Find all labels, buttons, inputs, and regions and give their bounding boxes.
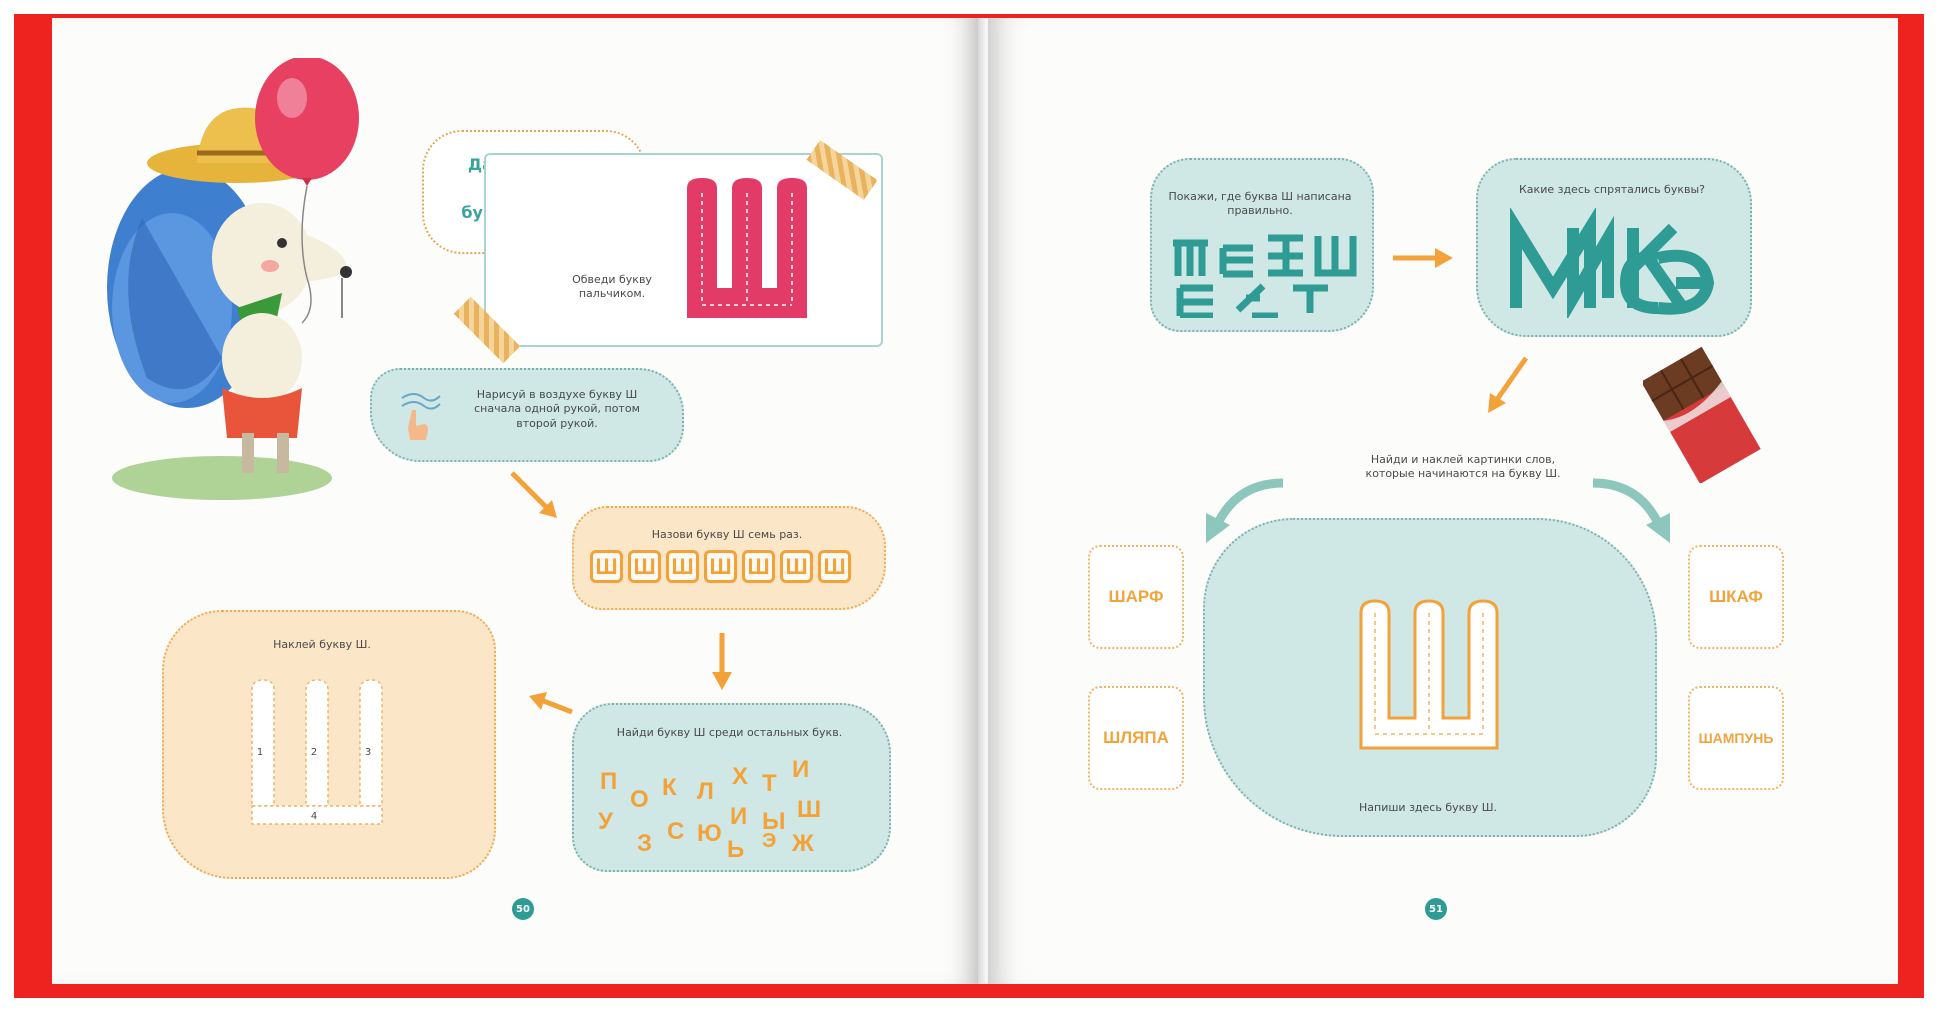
letter-variants — [1173, 234, 1357, 318]
scatter-letter: Ш — [797, 796, 822, 823]
arrow-icon — [1206, 478, 1284, 543]
find-task-panel — [572, 703, 891, 872]
sha-cell: Ш — [704, 550, 737, 583]
name-task-label: Назови букву Ш семь раз. — [651, 528, 803, 541]
trace-hint-1: Обведи букву — [572, 273, 652, 286]
scatter-letter: С — [667, 818, 685, 845]
arrow-icon — [1488, 356, 1529, 413]
scatter-letter: Э — [762, 830, 777, 852]
arrow-icon — [1592, 478, 1670, 543]
page-number-left: 50 — [512, 898, 534, 920]
hedgehog-illustration — [107, 107, 352, 500]
find-task-label: Найди букву Ш среди остальных букв. — [616, 726, 843, 739]
trace-panel — [484, 153, 883, 347]
scatter-letter: Ь — [727, 836, 745, 863]
sticker-step-4: 4 — [310, 811, 318, 822]
sha-cell: Ш — [666, 550, 699, 583]
sticker-task-label: Наклей букву Ш. — [273, 638, 371, 651]
sha-cell: Ш — [628, 550, 661, 583]
show-task-line-1: Покажи, где буква Ш написана — [1168, 190, 1352, 203]
words-task-line-1: Найди и наклей картинки слов, — [1370, 453, 1556, 466]
scatter-letter: Х — [732, 763, 749, 790]
sticker-step-3: 3 — [364, 747, 372, 758]
hand-icon — [401, 393, 441, 440]
arrow-icon — [529, 692, 573, 715]
scatter-letter: Ж — [792, 830, 814, 857]
air-task-panel — [370, 368, 684, 462]
show-task-line-2: правильно. — [1227, 204, 1293, 218]
arrow-icon — [510, 471, 557, 518]
scatter-letter: Л — [697, 778, 714, 805]
page-number-right: 51 — [1425, 898, 1447, 920]
sticker-step-2: 2 — [310, 747, 318, 758]
word-card-shampun[interactable]: ШАМПУНЬ — [1688, 686, 1784, 790]
scatter-letter: Т — [762, 770, 777, 797]
overlapping-letters — [1510, 208, 1715, 318]
scatter-letter: З — [637, 830, 653, 857]
sticker-outline-sha — [251, 679, 383, 825]
air-task-line-1: Нарисуй в воздухе букву Ш — [476, 388, 638, 401]
scatter-letter: И — [730, 803, 748, 830]
scatter-letter: Ы — [762, 808, 786, 835]
sha-cell: Ш — [590, 550, 623, 583]
scatter-letter: П — [600, 768, 618, 795]
trace-outline-sha — [1359, 599, 1499, 750]
word-card-shlyapa[interactable]: ШЛЯПА — [1088, 686, 1184, 790]
left-page: Давай узнаем ещё одну букву — это Ш. Обв… — [52, 18, 982, 984]
arrow-icon — [1393, 248, 1453, 268]
sticker-step-1: 1 — [256, 747, 264, 758]
scatter-letter: О — [630, 786, 649, 813]
sticker-task-panel — [162, 610, 496, 879]
right-page: Покажи, где буква Ш написана правильно. … — [988, 18, 1898, 984]
sha-cell: Ш — [780, 550, 813, 583]
word-card-shkaf[interactable]: ШКАФ — [1688, 545, 1784, 649]
scatter-letter: К — [662, 774, 677, 801]
hidden-task-label: Какие здесь спрятались буквы? — [1519, 183, 1705, 196]
write-task-label: Напиши здесь букву Ш. — [1359, 801, 1497, 814]
scatter-letter: Ю — [697, 820, 722, 847]
trace-hint-2: пальчиком. — [578, 287, 646, 301]
balloon-illustration — [255, 58, 359, 324]
sha-cell: Ш — [742, 550, 775, 583]
air-task-line-3: второй рукой. — [516, 416, 598, 430]
words-task-line-2: которые начинаются на букву Ш. — [1365, 467, 1561, 481]
scatter-letter: И — [792, 756, 810, 783]
air-task-line-2: сначала одной рукой, потом — [474, 402, 640, 416]
scatter-letter: У — [598, 808, 613, 835]
sha-cell: Ш — [818, 550, 851, 583]
pink-letter-sha — [687, 178, 807, 318]
word-card-sharf[interactable]: ШАРФ — [1088, 545, 1184, 649]
arrow-icon — [712, 633, 732, 690]
chocolate-illustration — [1643, 346, 1761, 483]
